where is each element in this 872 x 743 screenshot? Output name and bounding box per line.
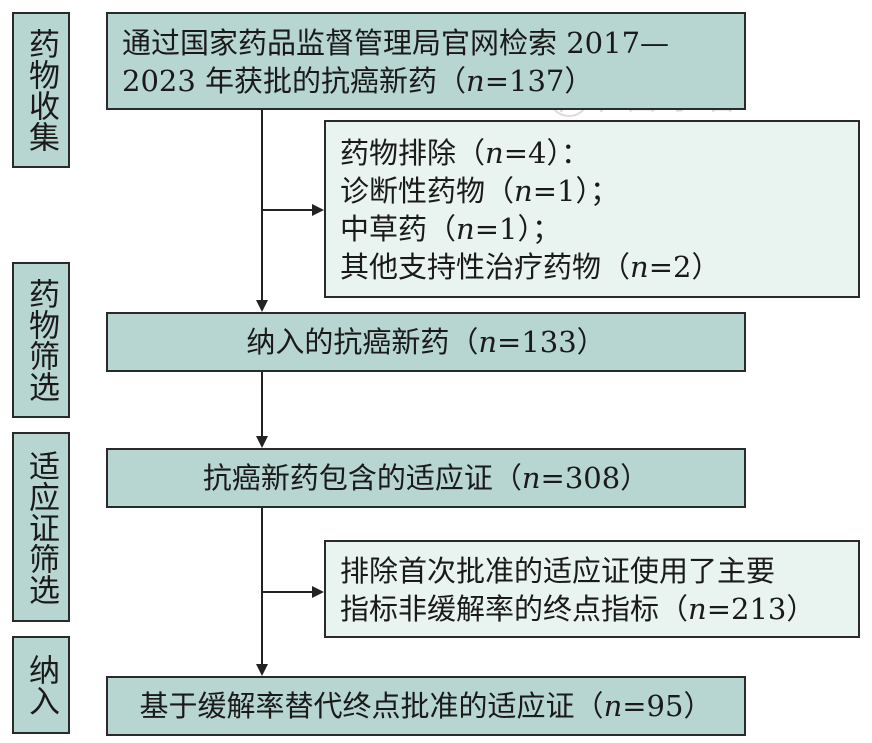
side-label-indication-screening: 适应证筛选 [12,432,70,622]
drug-exclusion-box: 药物排除（n=4）： 诊断性药物（n=1）； 中草药（n=1）； 其他支持性治疗… [324,120,860,298]
exclusion-line-3: 中草药（n=1）； [340,212,561,246]
excluded-indications-line-1: 排除首次批准的适应证使用了主要 [340,554,776,588]
side-label-collection: 药物收集 [12,12,70,168]
indications-text: 抗癌新药包含的适应证（n=308） [202,461,650,495]
search-line-1: 通过国家药品监督管理局官网检索 2017— [122,26,670,60]
side-label-screening: 药物筛选 [12,262,70,418]
included-drugs-box: 纳入的抗癌新药（n=133） [106,312,746,372]
excluded-indications-line-2: 指标非缓解率的终点指标（n=213） [340,592,816,626]
excluded-indications-box: 排除首次批准的适应证使用了主要 指标非缓解率的终点指标（n=213） [324,540,860,638]
indications-box: 抗癌新药包含的适应证（n=308） [106,448,746,508]
exclusion-line-4: 其他支持性治疗药物（n=2） [340,250,721,284]
search-box: 通过国家药品监督管理局官网检索 2017— 2023 年获批的抗癌新药（n=13… [106,12,746,110]
included-drugs-text: 纳入的抗癌新药（n=133） [246,325,606,359]
exclusion-line-2: 诊断性药物（n=1）； [340,174,619,208]
final-indications-box: 基于缓解率替代终点批准的适应证（n=95） [106,676,746,736]
exclusion-line-1: 药物排除（n=4）： [340,136,590,170]
final-indications-text: 基于缓解率替代终点批准的适应证（n=95） [139,689,713,723]
side-label-inclusion: 纳入 [12,636,70,734]
search-line-2: 2023 年获批的抗癌新药（n=137） [122,64,594,98]
